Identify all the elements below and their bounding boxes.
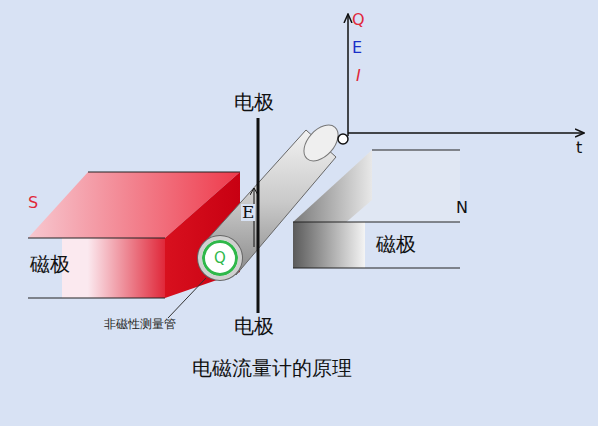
electrode-rod [257,118,260,313]
axis-label: t [576,140,582,156]
axis-label: E [352,40,362,56]
caption: 电磁流量计的原理 [192,358,352,378]
pipe-label: 非磁性测量管 [104,318,176,330]
axis-label: Q [352,12,365,28]
axis-t [348,132,584,134]
pole-label: N [456,200,468,216]
electrode-label: 电极 [234,92,274,112]
magnet-edges [28,172,240,298]
magnet-front [62,238,165,298]
electrode-label: 电极 [234,316,274,336]
node-text: Q [214,251,226,266]
node-text: 磁极 [376,234,416,254]
pipe-end [297,119,344,168]
axis-y [347,14,349,136]
magnet-label-box: 磁极 [20,248,80,280]
pole-label: S [28,195,38,211]
node-text: 磁极 [30,254,70,274]
magnet-label-box: 磁极 [366,228,426,260]
magnet-front [293,222,365,268]
axis-label: I [356,68,361,84]
pipe-section-circle: Q [198,236,242,280]
emf-label: E [241,204,255,221]
origin-dot [338,134,348,144]
leader-line [168,278,206,318]
